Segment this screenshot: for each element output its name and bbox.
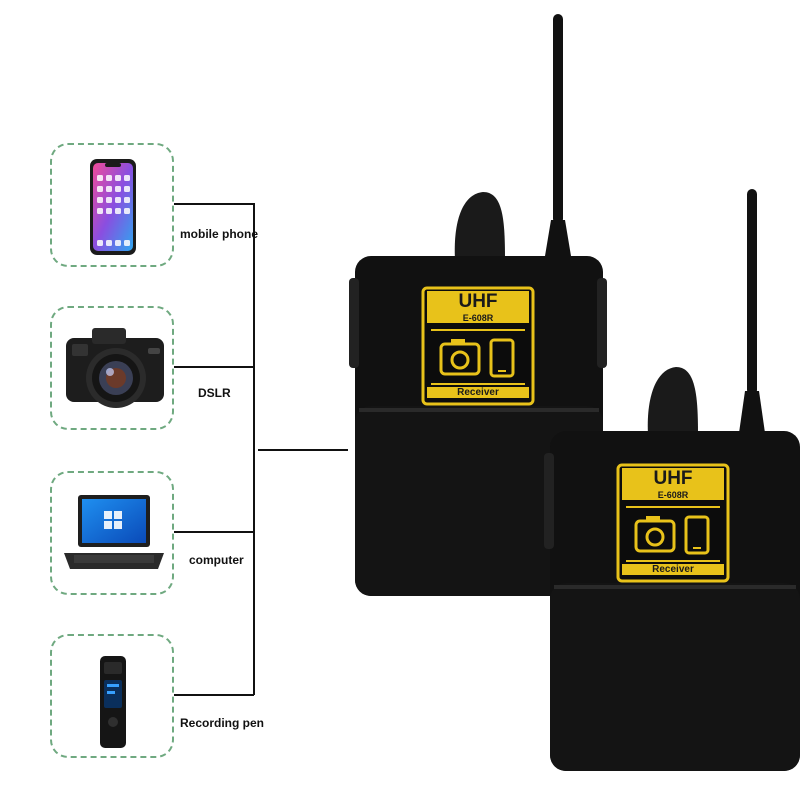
receiver-2-band: UHF bbox=[622, 468, 724, 490]
receiver-1-band: UHF bbox=[427, 291, 529, 313]
receiver-1-model: E-608R bbox=[427, 313, 529, 323]
mobile-phone-card bbox=[50, 143, 174, 267]
connection-label-computer: computer bbox=[189, 553, 244, 567]
connection-label-dslr: DSLR bbox=[198, 386, 231, 400]
recording-pen-icon bbox=[100, 656, 126, 748]
smartphone-icon bbox=[90, 159, 136, 255]
receiver-device-1: UHF E-608R Receiver bbox=[345, 10, 610, 600]
connector-to-receiver bbox=[258, 449, 348, 451]
recording-pen-card bbox=[50, 634, 174, 758]
receiver-device-2: UHF E-608R Receiver bbox=[540, 185, 800, 785]
dslr-card bbox=[50, 306, 174, 430]
connector-pen bbox=[174, 694, 254, 696]
laptop-icon bbox=[64, 495, 164, 569]
receiver-2-model: E-608R bbox=[622, 490, 724, 500]
receiver-1-name: Receiver bbox=[427, 387, 529, 398]
connection-label-recording-pen: Recording pen bbox=[180, 716, 265, 730]
connector-mobile bbox=[174, 203, 254, 205]
computer-card bbox=[50, 471, 174, 595]
connector-computer bbox=[174, 531, 254, 533]
connector-vertical bbox=[253, 203, 255, 695]
connection-label-mobile-phone: mobile phone bbox=[180, 227, 258, 241]
dslr-camera-icon bbox=[66, 328, 164, 408]
receiver-2-name: Receiver bbox=[622, 564, 724, 575]
connector-dslr bbox=[174, 366, 254, 368]
